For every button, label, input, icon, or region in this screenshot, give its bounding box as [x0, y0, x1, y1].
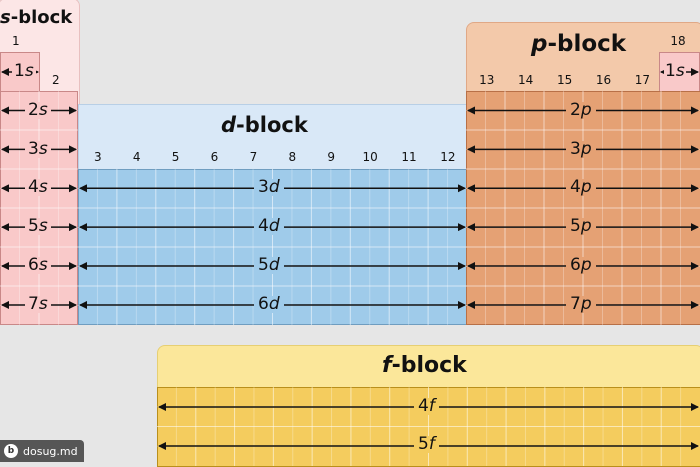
site-watermark: b dosug.md — [0, 440, 84, 462]
group-number-8: 8 — [288, 150, 297, 164]
group-number-5: 5 — [171, 150, 180, 164]
group-number-15: 15 — [556, 73, 573, 87]
orbital-label-7s: 7s — [25, 296, 51, 313]
orbital-label-4d: 4d — [254, 218, 284, 235]
group-number-6: 6 — [210, 150, 219, 164]
group-number-16: 16 — [595, 73, 612, 87]
p-block-title: p-block — [531, 31, 627, 57]
orbital-label-5s: 5s — [25, 218, 51, 235]
orbital-label-4f: 4f — [414, 398, 439, 415]
group-number-4: 4 — [132, 150, 141, 164]
orbital-label-6s: 6s — [25, 257, 51, 274]
group-number-2: 2 — [52, 73, 60, 87]
orbital-label-3s: 3s — [25, 141, 51, 158]
group-number-18: 18 — [670, 34, 686, 48]
orbital-label-5p: 5p — [566, 218, 596, 235]
orbital-label-3d: 3d — [254, 179, 284, 196]
group-number-1: 1 — [12, 34, 20, 48]
site-logo-icon: b — [4, 444, 18, 458]
group-number-3: 3 — [93, 150, 102, 164]
orbital-label-4s: 4s — [25, 179, 51, 196]
group-number-11: 11 — [401, 150, 417, 164]
group-number-17: 17 — [634, 73, 651, 87]
orbital-label-3p: 3p — [566, 141, 596, 158]
group-number-9: 9 — [327, 150, 335, 164]
orbital-label-1s-helium: 1s — [664, 61, 686, 81]
site-watermark-text: dosug.md — [23, 444, 78, 458]
orbital-label-6d: 6d — [254, 296, 284, 313]
orbital-label-7p: 7p — [566, 296, 596, 313]
group-number-7: 7 — [249, 150, 258, 164]
orbital-label-4p: 4p — [566, 179, 596, 196]
d-block-header — [78, 104, 468, 171]
group-number-12: 12 — [440, 150, 456, 164]
d-block-title: d-block — [221, 113, 308, 137]
orbital-label-5f: 5f — [414, 436, 439, 453]
orbital-label-6p: 6p — [566, 257, 596, 274]
group-number-14: 14 — [518, 73, 534, 87]
orbital-label-5d: 5d — [254, 257, 284, 274]
f-block-header — [157, 345, 700, 394]
s-block-title: s-block — [0, 7, 73, 28]
group-number-13: 13 — [479, 73, 495, 87]
group-number-10: 10 — [362, 150, 378, 164]
f-block-title: f-block — [382, 353, 467, 378]
orbital-label-1s: 1s — [12, 61, 36, 81]
orbital-label-2s: 2s — [25, 102, 51, 119]
orbital-label-2p: 2p — [566, 102, 596, 119]
